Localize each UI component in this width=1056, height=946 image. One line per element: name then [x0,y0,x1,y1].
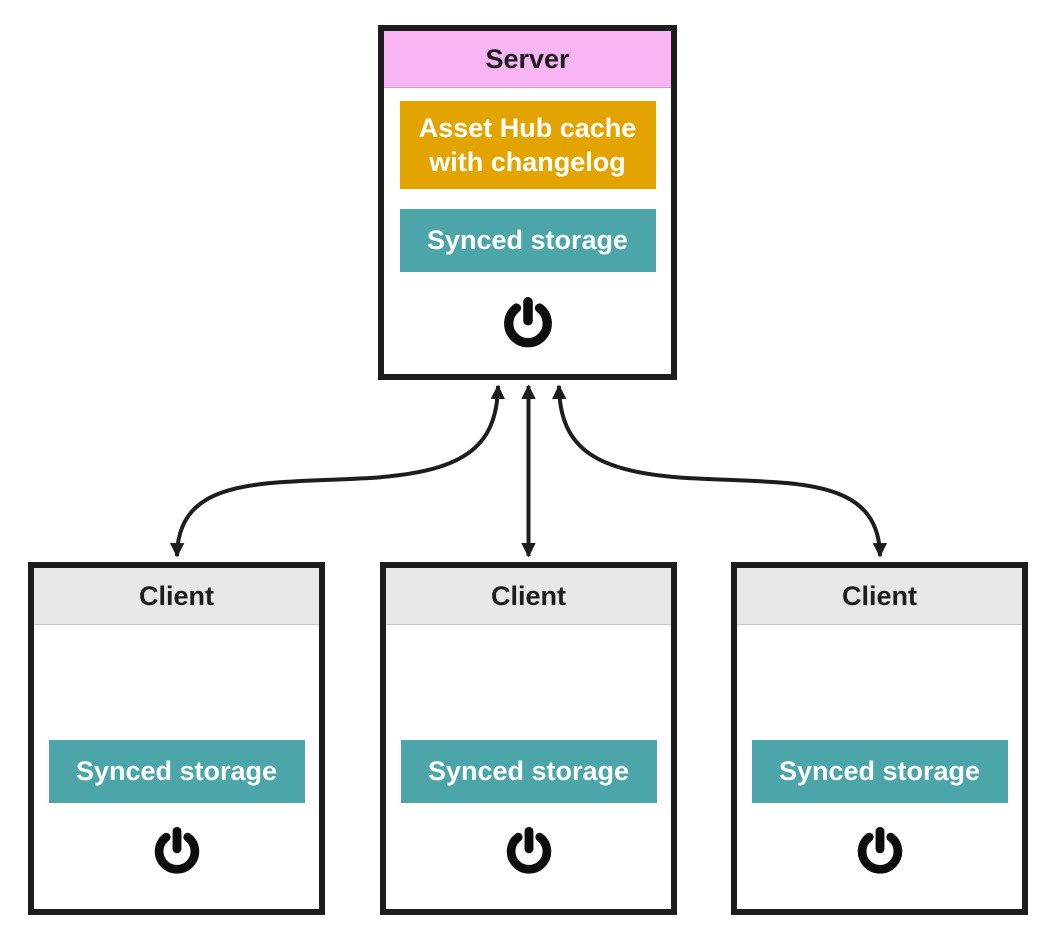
power-icon [503,296,552,348]
client-header: Client [386,568,671,625]
arrow-server-client-right [552,384,888,558]
synced-storage-box: Synced storage [751,740,1008,803]
client-header: Client [34,568,319,625]
power-icon [857,826,902,874]
synced-storage-box: Synced storage [400,740,657,803]
asset-hub-cache-label: Asset Hub cache with changelog [418,112,637,177]
arrow-server-client-left [169,384,505,558]
server-title: Server [485,43,570,74]
client-title: Client [490,580,566,611]
client-node: Client Synced storage [380,562,677,915]
client-title: Client [138,580,214,611]
client-node: Client Synced storage [731,562,1028,915]
synced-storage-box: Synced storage [399,209,656,272]
client-node: Client Synced storage [28,562,325,915]
client-header: Client [737,568,1022,625]
power-icon [154,826,199,874]
client-title: Client [841,580,917,611]
power-icon [506,826,551,874]
synced-storage-box: Synced storage [48,740,305,803]
synced-storage-label: Synced storage [426,225,629,256]
server-header: Server [384,31,671,88]
asset-hub-cache-box: Asset Hub cache with changelog [399,101,656,189]
synced-storage-label: Synced storage [778,756,981,787]
server-node: Server Asset Hub cache with changelog Sy… [378,25,677,380]
synced-storage-label: Synced storage [75,756,278,787]
synced-storage-label: Synced storage [427,756,630,787]
